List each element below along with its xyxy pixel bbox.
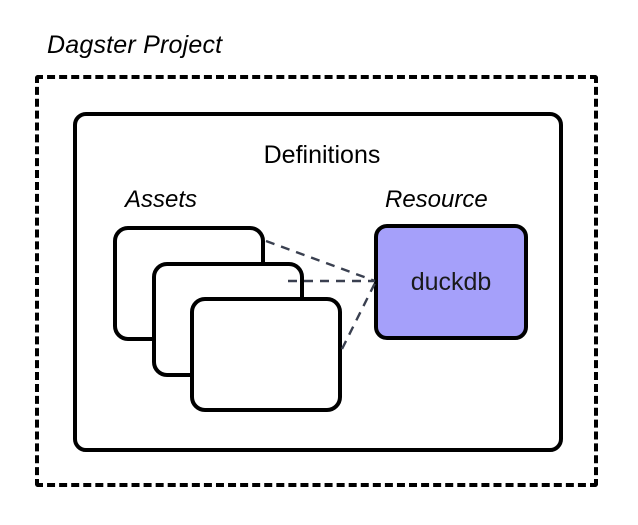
resource-node-duckdb[interactable]: duckdb (374, 224, 528, 340)
dagster-project-boundary (35, 75, 598, 487)
page-title: Dagster Project (47, 31, 223, 59)
asset-card[interactable] (190, 297, 342, 412)
definitions-label: Definitions (263, 141, 381, 169)
resource-group-label: Resource (385, 186, 488, 213)
resource-node-label: duckdb (410, 267, 492, 296)
assets-group-label: Assets (125, 186, 198, 213)
